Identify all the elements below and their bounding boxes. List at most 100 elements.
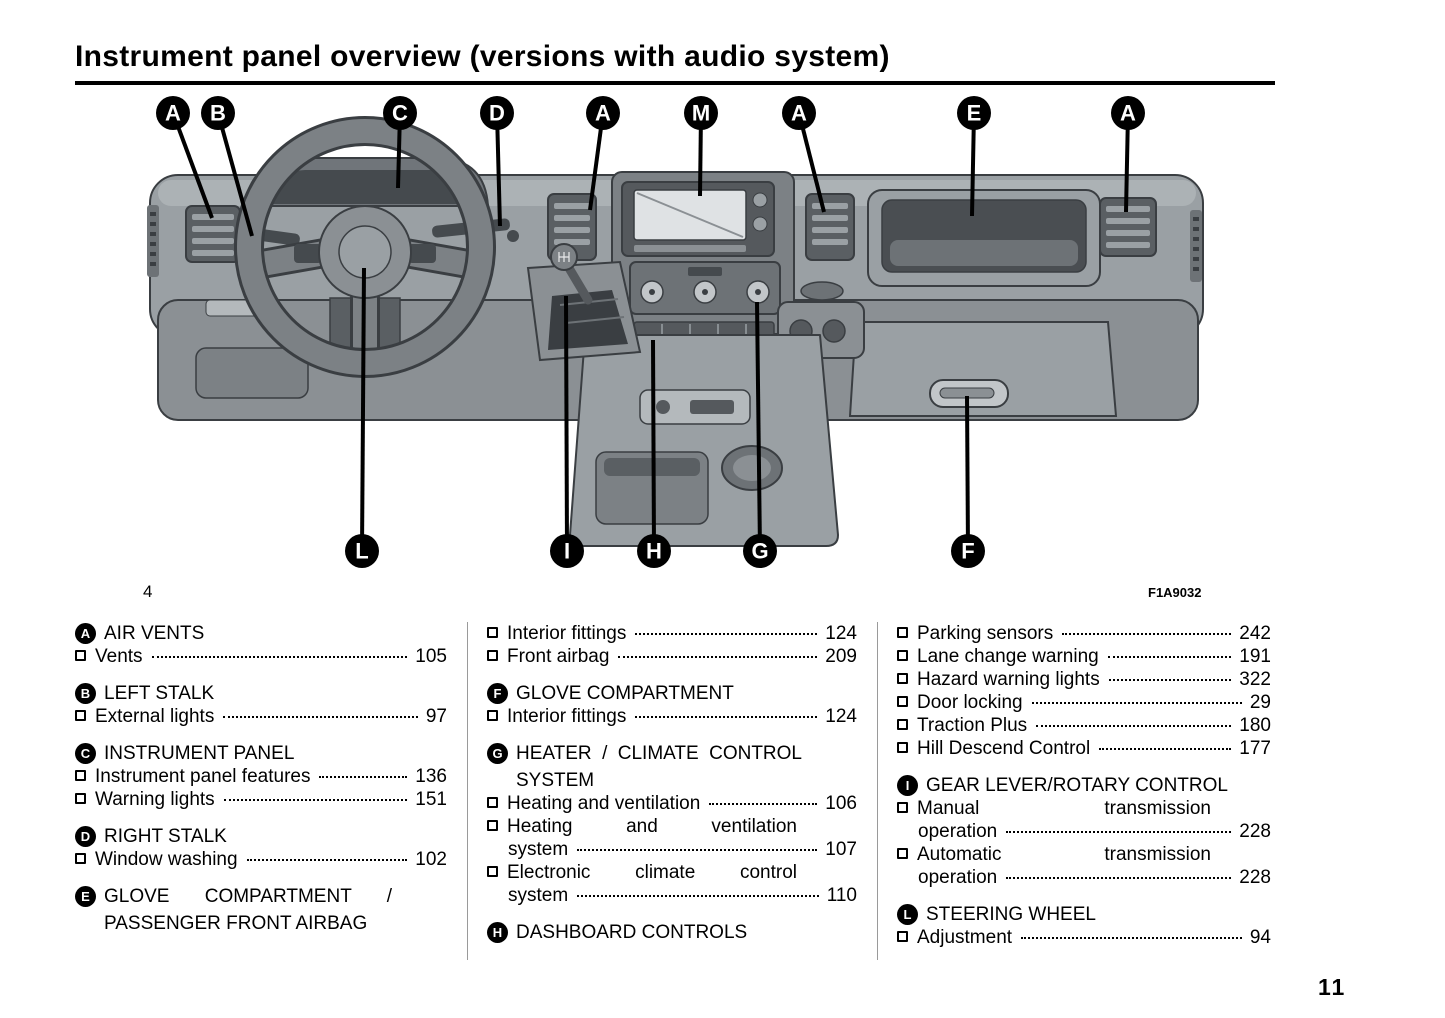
left-speaker-grille [147,205,159,277]
upper-glove-compartment [867,189,1101,287]
section-title-continued: SYSTEM [516,770,595,791]
section-letter-badge: I [897,775,918,796]
callout-a: A [156,96,214,219]
entry-page-number: 102 [415,849,447,870]
square-bullet [897,931,908,942]
square-bullet [897,650,908,661]
section-letter-badge: A [75,623,96,644]
title-underline-rule [75,81,1275,85]
dot-leader [1031,702,1242,704]
callout-c: C [383,96,417,189]
dash-top-cupholder [800,281,844,301]
column-divider-2 [877,622,878,960]
dot-leader [223,799,408,801]
entry-page-number: 180 [1239,715,1271,736]
svg-text:D: D [489,101,505,126]
entry-label: operation [918,821,998,842]
entry-label: Lane change warning [917,646,1099,667]
section-title: DASHBOARD CONTROLS [516,922,748,943]
section-letter-badge: F [487,683,508,704]
svg-text:M: M [692,101,710,126]
square-bullet [75,770,86,781]
dot-leader [577,849,818,851]
svg-text:G: G [751,539,768,564]
square-bullet [897,673,908,684]
entry-label: Electronic climate control [507,862,797,883]
square-bullet [897,696,908,707]
entry-label: External lights [95,706,215,727]
entry-page-number: 322 [1239,669,1271,690]
callout-e: E [957,96,991,217]
entry-label: Warning lights [95,789,215,810]
svg-text:A: A [165,101,181,126]
dot-leader [1036,725,1232,727]
square-bullet [897,742,908,753]
figure-number: 4 [143,582,153,601]
dot-leader [635,716,818,718]
section-letter-badge: E [75,886,96,907]
dot-leader [577,895,819,897]
square-bullet [487,820,498,831]
svg-text:L: L [355,539,368,564]
center-right-air-vent [805,193,855,261]
entry-page-number: 110 [826,885,857,906]
square-bullet [75,853,86,864]
page-title: Instrument panel overview (versions with… [75,40,890,73]
dot-leader [1108,679,1232,681]
section-letter-badge: C [75,743,96,764]
entry-page-number: 97 [425,706,447,727]
square-bullet [75,650,86,661]
dot-leader [1006,877,1232,879]
entry-label: Manual transmission [917,798,1211,819]
dot-leader [709,803,818,805]
entry-label: operation [918,867,998,888]
entry-label: Traction Plus [917,715,1028,736]
index-entry: External lights 97 [75,705,447,728]
entry-page-number: 191 [1239,646,1271,667]
entry-page-number: 228 [1239,867,1271,888]
page-number: 11 [1318,974,1347,1000]
entry-label: Instrument panel features [95,766,311,787]
callout-m: M [684,96,718,197]
dot-leader [246,859,408,861]
entry-page-number: 151 [415,789,447,810]
svg-text:I: I [564,539,570,564]
callout-b: B [201,96,254,237]
callout-h: H [637,339,671,568]
callout-a: A [782,96,826,213]
entry-page-number: 124 [825,706,857,727]
index-entry: Interior fittings 124 [487,705,857,728]
section-title: STEERING WHEEL [926,904,1096,925]
square-bullet [897,848,908,859]
dot-leader [635,633,818,635]
entry-label: system [508,839,569,860]
glove-box-door [848,321,1118,417]
section-title: HEATER / CLIMATE CONTROL [516,743,802,764]
square-bullet [897,802,908,813]
callout-f: F [951,395,985,568]
section-title: GLOVE COMPARTMENT / [104,886,392,907]
index-entry: Traction Plus 180 [897,714,1271,737]
square-bullet [487,650,498,661]
entry-page-number: 242 [1239,623,1271,644]
left-storage-tray [195,347,309,399]
entry-label: Parking sensors [917,623,1054,644]
index-entry: Parking sensors 242 [897,622,1271,645]
right-speaker-grille [1190,210,1202,282]
entry-label: Interior fittings [507,706,627,727]
entry-page-number: 105 [415,646,447,667]
